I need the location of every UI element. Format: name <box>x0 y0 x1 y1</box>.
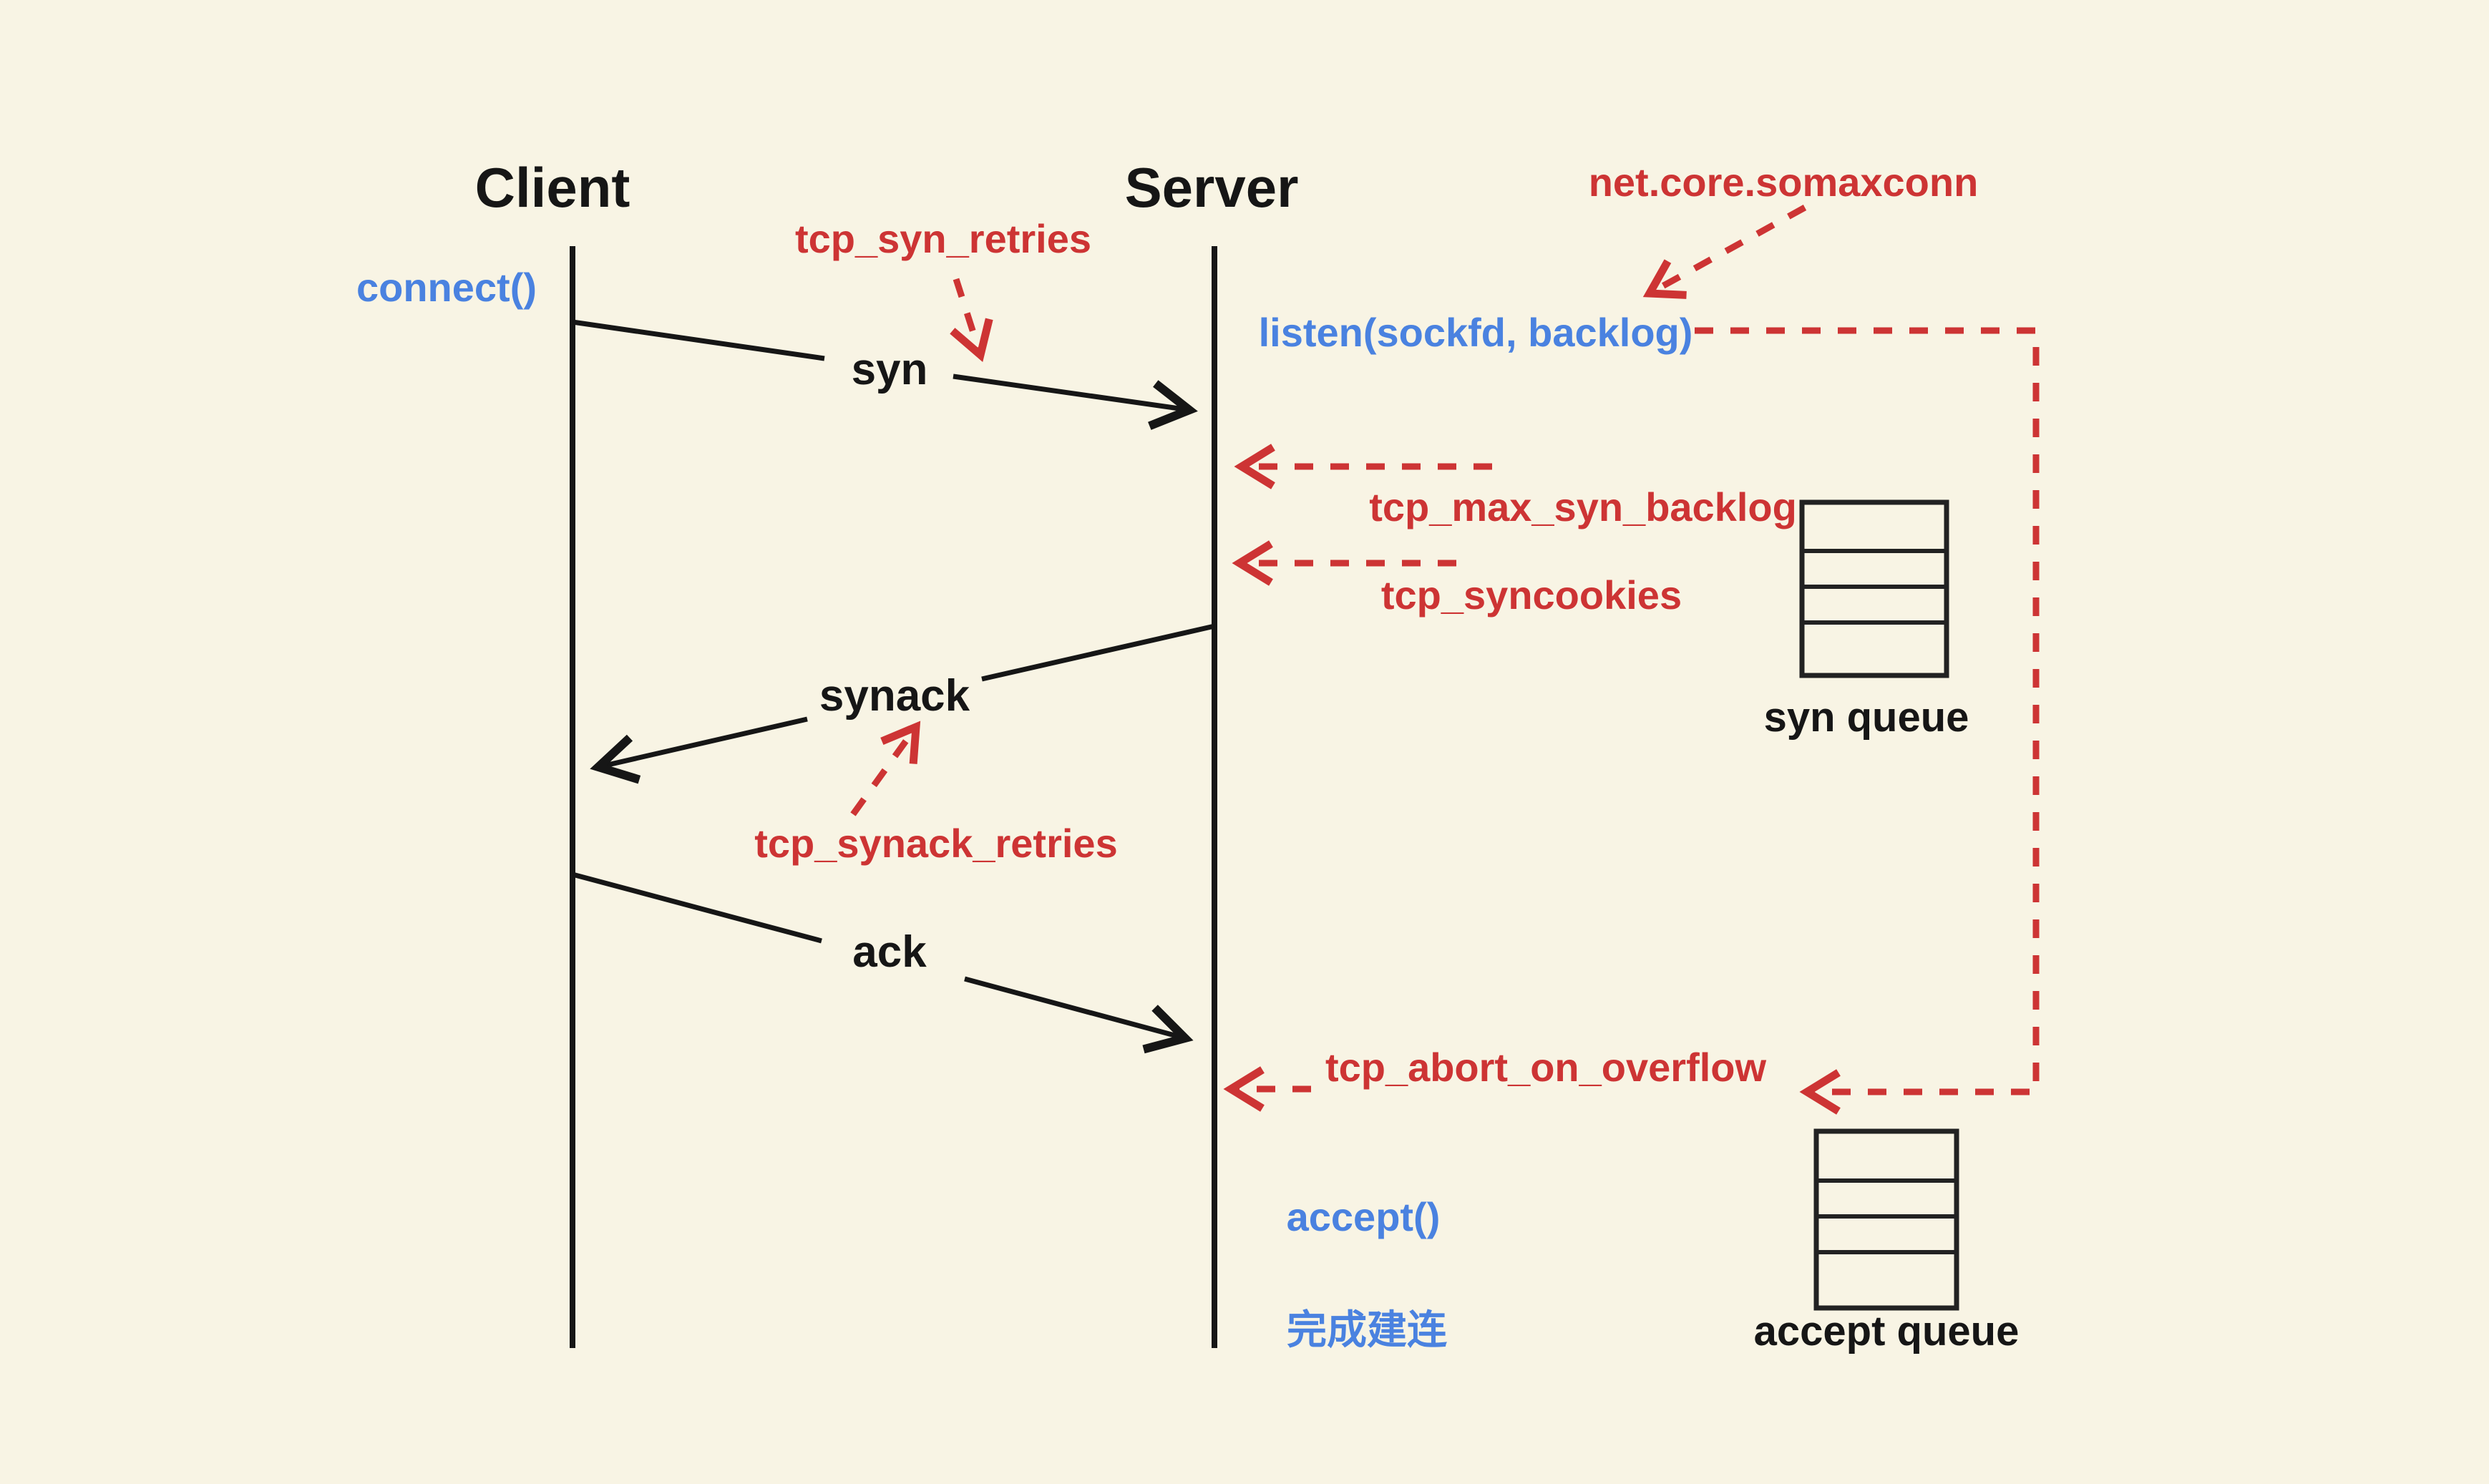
tcp-max-syn-backlog-label: tcp_max_syn_backlog <box>1369 484 1797 529</box>
server-title: Server <box>1125 156 1299 219</box>
ack-arrow <box>964 976 1194 1054</box>
ack-label: ack <box>852 927 927 977</box>
accept-label: accept() <box>1287 1194 1441 1239</box>
ack-message: ack <box>572 872 1194 1054</box>
tcp-syn-retries-label: tcp_syn_retries <box>795 216 1091 261</box>
accept-queue-box <box>1813 1128 1959 1311</box>
tcp-abort-on-overflow-label: tcp_abort_on_overflow <box>1325 1045 1767 1090</box>
kernel-param-annotations: tcp_syn_retries net.core.somaxconn tcp_m… <box>754 160 2040 1115</box>
tcp-syncookies-label: tcp_syncookies <box>1381 572 1682 617</box>
tcp-synack-retries-label: tcp_synack_retries <box>754 821 1117 866</box>
accept-queue-label: accept queue <box>1754 1308 2020 1354</box>
synack-label: synack <box>819 671 970 721</box>
ack-line-left <box>572 872 822 944</box>
syn-message: syn <box>572 319 1198 430</box>
somaxconn-arrow <box>1642 205 1807 299</box>
synack-arrow <box>590 716 808 784</box>
listen-label: listen(sockfd, backlog) <box>1259 310 1693 355</box>
somaxconn-label: net.core.somaxconn <box>1589 160 1979 205</box>
backlog-route-arrow <box>1695 327 2040 1115</box>
connect-label: connect() <box>356 265 537 310</box>
tcp-syn-retries-arrow <box>950 278 993 363</box>
client-title: Client <box>475 156 630 219</box>
syn-arrow <box>953 374 1198 430</box>
syn-queue: syn queue <box>1764 499 1969 741</box>
syn-queue-label: syn queue <box>1764 694 1969 741</box>
accept-queue: accept queue <box>1754 1128 2020 1354</box>
synack-message: synack <box>590 623 1215 784</box>
established-label: 完成建连 <box>1287 1307 1447 1352</box>
synack-line-right <box>981 623 1215 682</box>
syn-line-left <box>572 319 825 361</box>
syn-label: syn <box>852 345 928 394</box>
tcp-synack-retries-arrow <box>850 721 921 816</box>
